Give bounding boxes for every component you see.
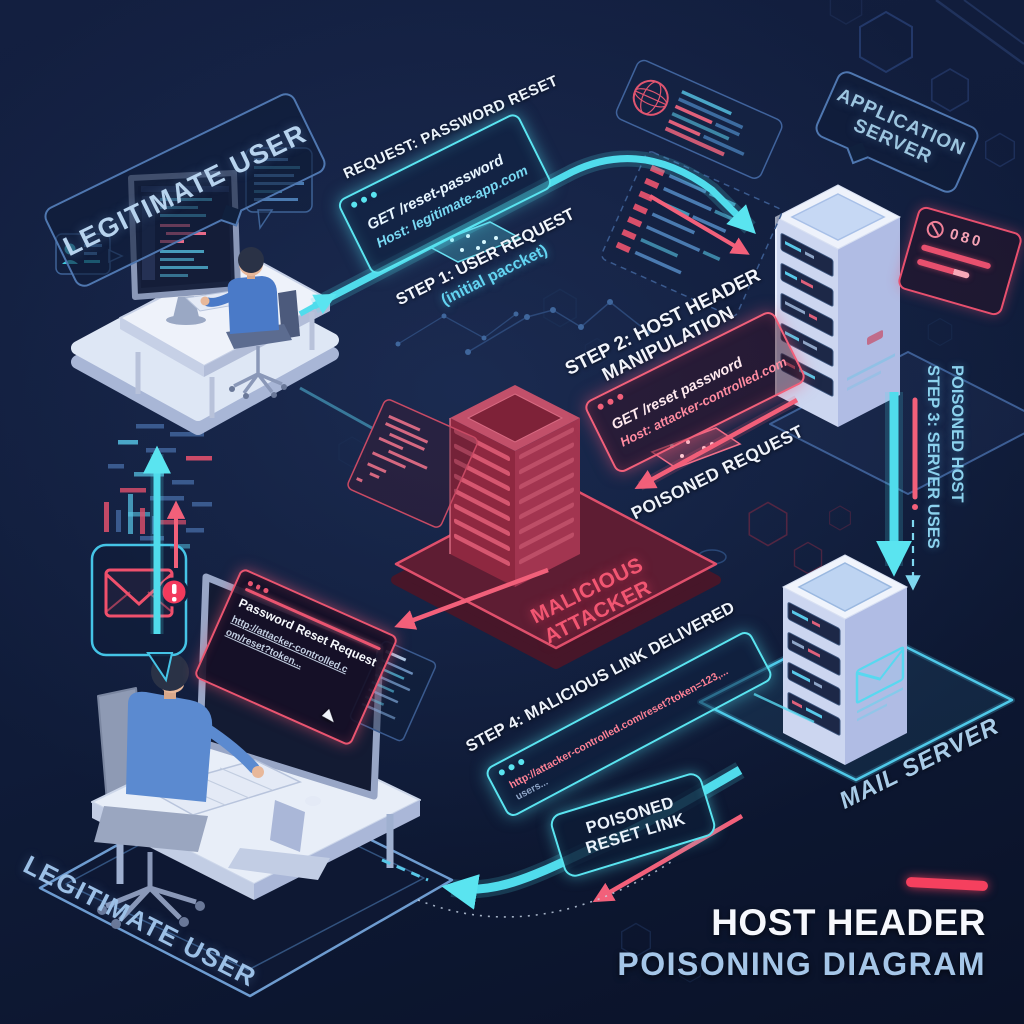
arrow-to-victim-screen <box>394 567 549 630</box>
constellation-decor <box>395 0 1024 565</box>
step3-caption-line1: STEP 3: SERVER USES <box>924 365 942 549</box>
globe-requests-panel <box>615 59 783 179</box>
arrow-user-request <box>312 155 756 310</box>
window-dots <box>350 190 378 209</box>
attacker-server-vents <box>454 428 510 567</box>
arrow-red-to-server <box>648 194 750 255</box>
alert-code: 080 <box>947 225 986 252</box>
mail-envelope-icon <box>855 646 905 722</box>
globe-icon <box>632 79 669 116</box>
window-dots <box>596 392 625 411</box>
mail-server-slots <box>787 602 841 736</box>
application-server <box>774 184 902 427</box>
request-packet-chip <box>426 221 522 263</box>
mouse-cursor-icon <box>321 708 339 726</box>
data-bars-decor <box>104 424 212 549</box>
attacker-code-panel <box>347 399 479 528</box>
arrow-poisoned-request <box>634 398 799 489</box>
mail-server <box>781 554 909 765</box>
app-server-side-detail <box>847 330 895 391</box>
attacker-server <box>449 385 580 587</box>
title-line2: POISONING DIAGRAM <box>617 946 986 983</box>
diagram-title: HOST HEADER POISONING DIAGRAM <box>617 901 986 984</box>
step3-caption-line2: POISONED HOST <box>948 365 966 503</box>
attacker-server-side-vents <box>519 427 574 565</box>
arrow-red-bottom <box>592 814 744 903</box>
step3-caption: POISONED HOST STEP 3: SERVER USES <box>921 365 969 579</box>
blocked-icon <box>924 218 946 240</box>
title-line1: HOST HEADER <box>711 902 986 943</box>
